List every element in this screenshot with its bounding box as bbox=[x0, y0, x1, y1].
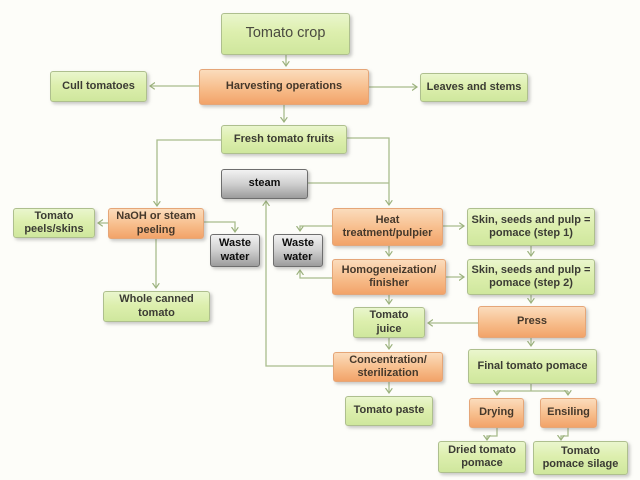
node-concentration-sterilization: Concentration/ sterilization bbox=[333, 352, 443, 382]
node-whole-canned-tomato: Whole canned tomato bbox=[103, 291, 210, 322]
node-press: Press bbox=[478, 306, 586, 338]
node-final-tomato-pomace: Final tomato pomace bbox=[468, 349, 597, 384]
node-pomace-step-2: Skin, seeds and pulp = pomace (step 2) bbox=[467, 259, 595, 295]
node-ensiling: Ensiling bbox=[540, 398, 597, 428]
node-dried-tomato-pomace: Dried tomato pomace bbox=[438, 441, 526, 473]
edge-fresh-to-heat bbox=[347, 137, 389, 205]
node-steam: steam bbox=[221, 169, 308, 199]
node-harvesting-operations: Harvesting operations bbox=[199, 69, 369, 105]
edge-drying-to-dried bbox=[487, 428, 498, 440]
node-tomato-pomace-silage: Tomato pomace silage bbox=[533, 441, 628, 475]
node-heat-treatment-pulpier: Heat treatment/pulpier bbox=[332, 208, 443, 246]
node-waste-water-1: Waste water bbox=[210, 234, 260, 267]
edge-homog-to-wastewater2 bbox=[300, 270, 332, 279]
edge-heat-to-wastewater2 bbox=[300, 225, 332, 231]
node-tomato-crop: Tomato crop bbox=[221, 13, 350, 55]
node-fresh-tomato-fruits: Fresh tomato fruits bbox=[221, 125, 347, 154]
edge-ensiling-to-silage bbox=[561, 428, 569, 440]
node-pomace-step-1: Skin, seeds and pulp = pomace (step 1) bbox=[467, 208, 595, 246]
node-leaves-and-stems: Leaves and stems bbox=[420, 73, 528, 102]
node-waste-water-2: Waste water bbox=[273, 234, 323, 267]
edge-naoh-to-wastewater1 bbox=[204, 221, 235, 232]
edge-fresh-to-naoh bbox=[157, 139, 221, 206]
node-tomato-juice: Tomato juice bbox=[353, 307, 425, 338]
edge-concentration-to-steam bbox=[266, 201, 333, 367]
node-cull-tomatoes: Cull tomatoes bbox=[50, 71, 147, 102]
node-tomato-paste: Tomato paste bbox=[345, 396, 433, 426]
node-tomato-peels-skins: Tomato peels/skins bbox=[13, 208, 95, 238]
node-naoh-or-steam-peeling: NaOH or steam peeling bbox=[108, 208, 204, 239]
node-drying: Drying bbox=[469, 398, 524, 428]
node-homogeneization-finisher: Homogeneization/ finisher bbox=[332, 259, 446, 295]
